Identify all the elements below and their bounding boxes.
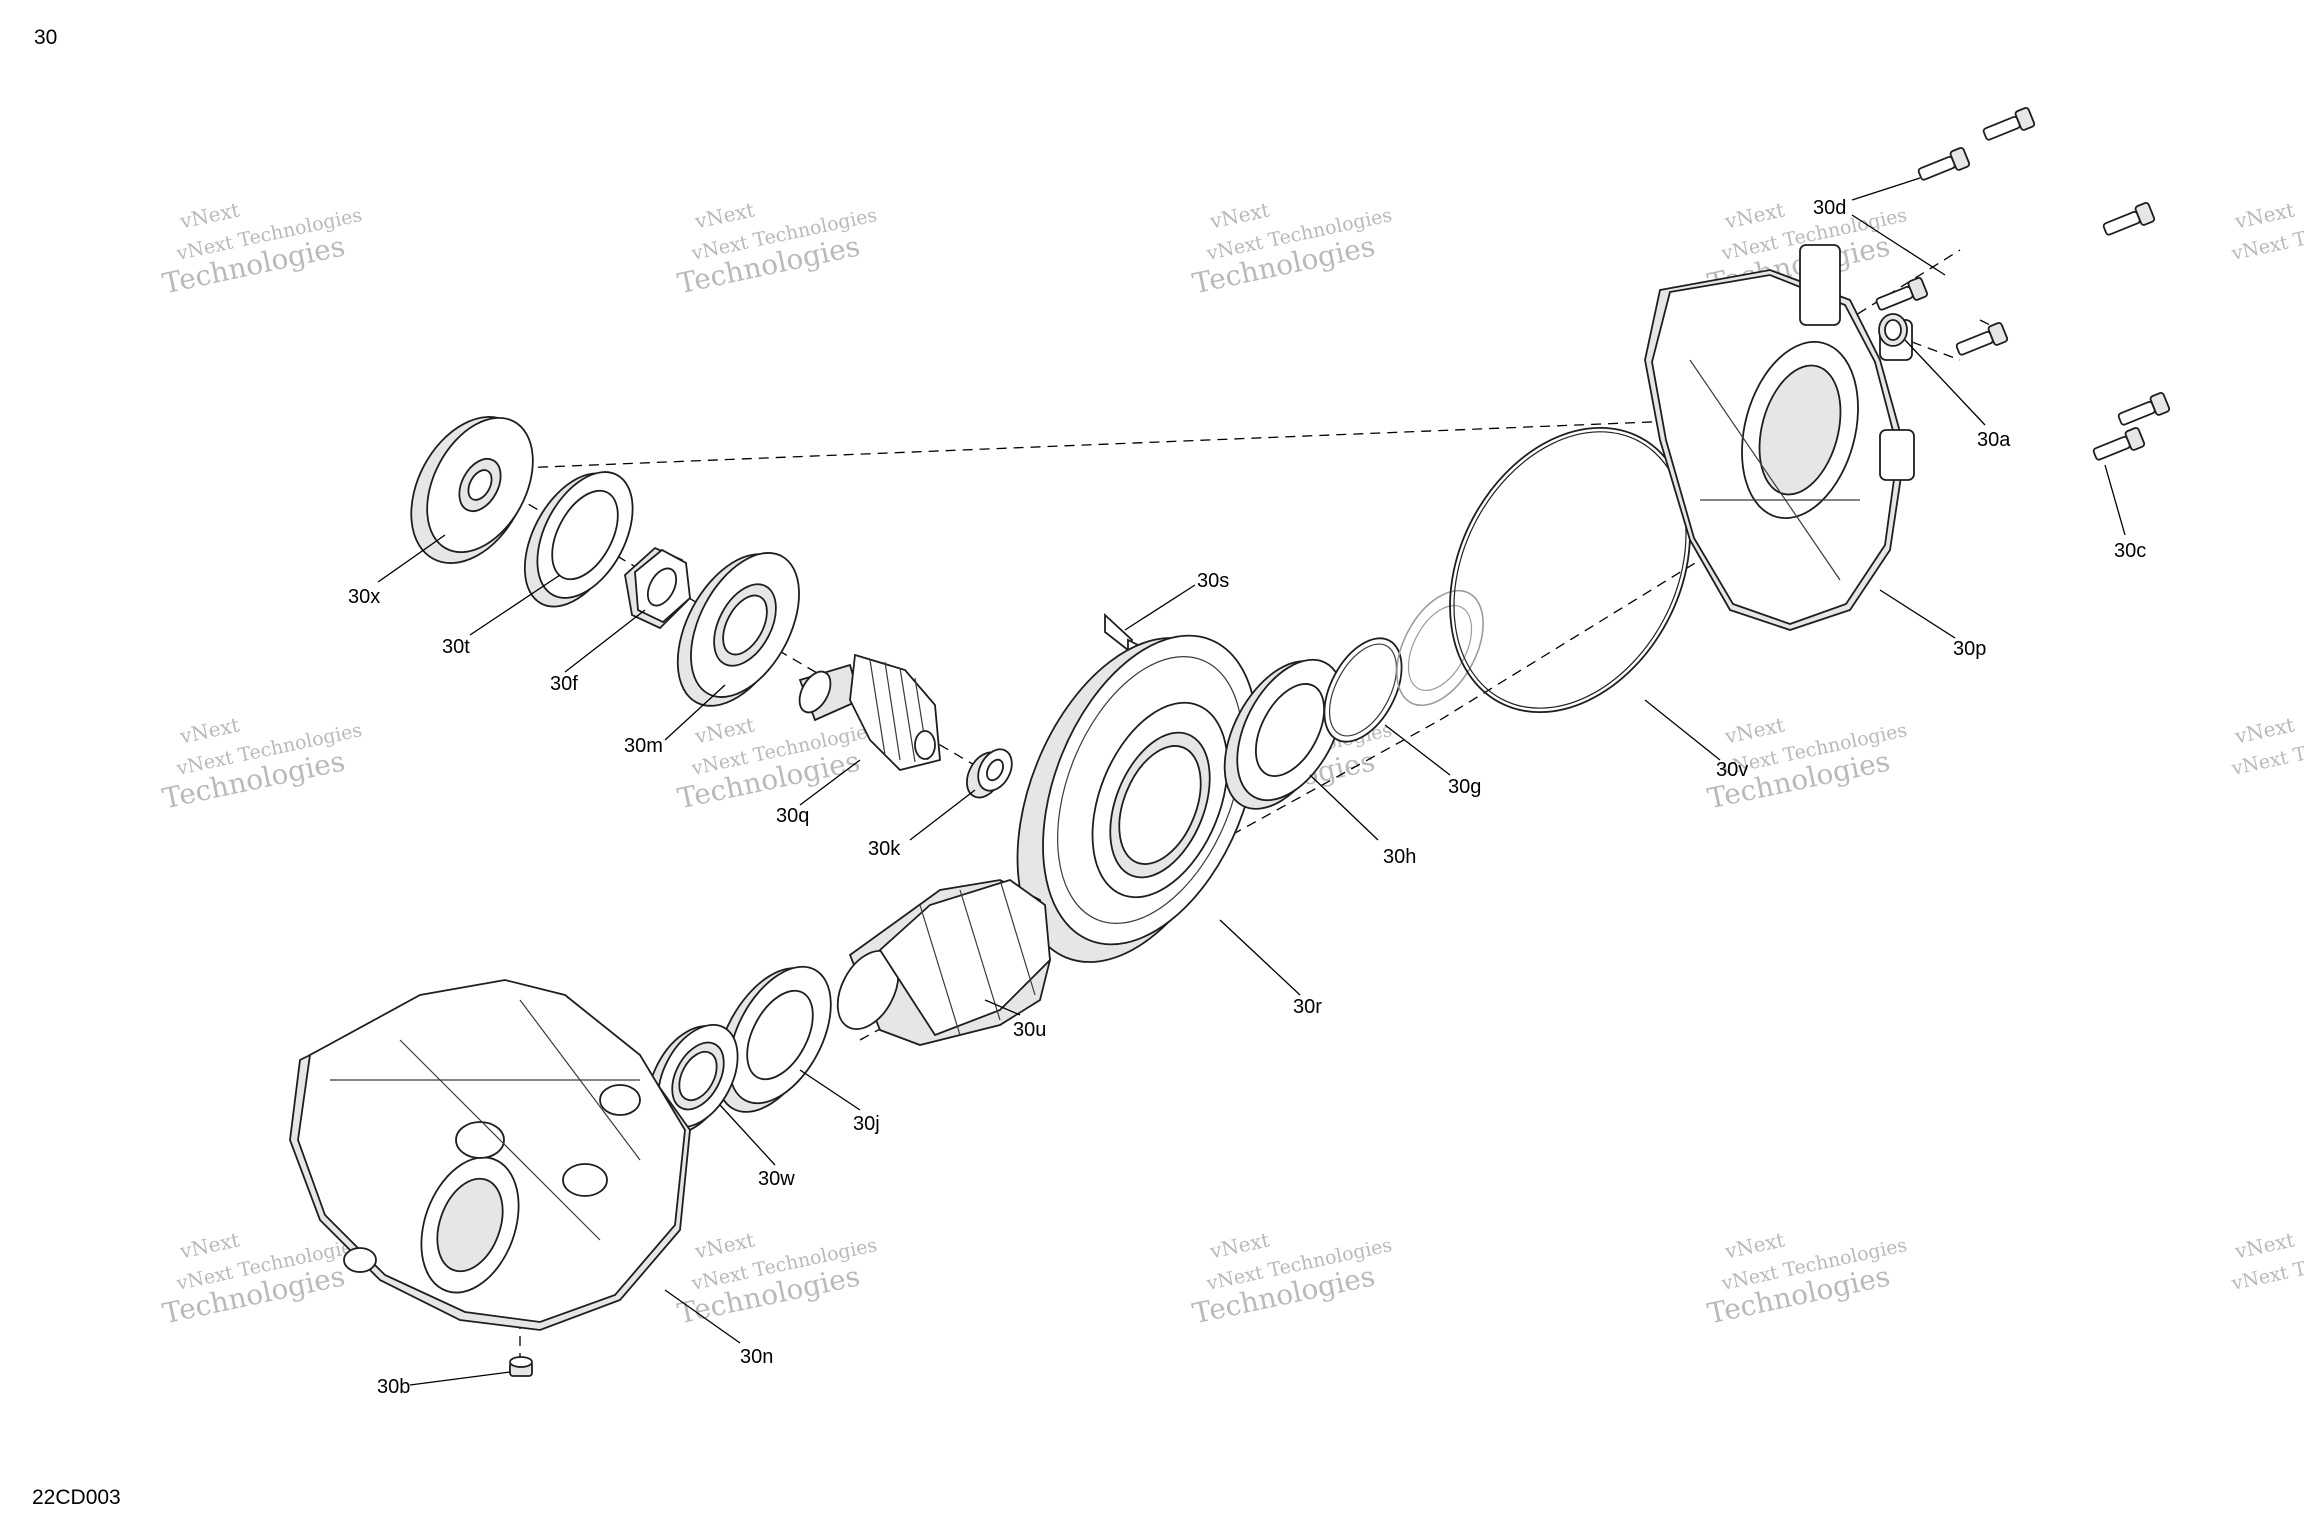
callout-30a: 30a xyxy=(1977,429,2011,451)
callout-30r: 30r xyxy=(1293,996,1322,1018)
part-30b-plug xyxy=(509,1356,533,1377)
callout-30m: 30m xyxy=(624,735,663,757)
part-30j-bearing xyxy=(715,965,832,1113)
callout-30p: 30p xyxy=(1953,638,1986,660)
svg-text:vNext: vNext xyxy=(177,712,242,748)
watermark: vNext vNext Technologies Technologies xyxy=(1705,1227,1909,1330)
part-30d-bolts xyxy=(1875,107,2036,356)
svg-text:vNext: vNext xyxy=(1722,1227,1787,1263)
page-number: 30 xyxy=(34,26,58,49)
part-30a-bushing xyxy=(1878,313,1908,347)
part-30r-ring-gear xyxy=(1016,634,1258,963)
callout-30s: 30s xyxy=(1197,570,1229,592)
callout-labels: 30x 30t 30f 30m 30q 30k 30s 30h 30g 30v … xyxy=(348,197,2146,1398)
part-30u-carrier xyxy=(836,879,1051,1046)
svg-text:vNext: vNext xyxy=(1207,197,1272,233)
leader-lines xyxy=(377,177,2126,1386)
part-30v-o-ring xyxy=(1449,426,1691,714)
watermark: vNext vNext Technologies xyxy=(2229,1227,2304,1295)
part-30h-bearing xyxy=(1223,658,1344,810)
callout-30d: 30d xyxy=(1813,197,1846,219)
callout-30b: 30b xyxy=(377,1376,410,1398)
part-30n-left-housing xyxy=(289,979,691,1331)
svg-text:vNext: vNext xyxy=(177,197,242,233)
svg-text:vNext: vNext xyxy=(1207,1227,1272,1263)
watermark: vNext vNext Technologies Technologies xyxy=(675,1227,879,1330)
diagram-code: 22CD003 xyxy=(32,1486,121,1509)
part-30c-bolts xyxy=(2092,202,2171,461)
watermark: vNext vNext Technologies Technologies xyxy=(160,712,364,815)
svg-text:vNext: vNext xyxy=(1722,197,1787,233)
watermark: vNext vNext Technologies Technologies xyxy=(1190,1227,1394,1330)
part-30g-ring xyxy=(1323,637,1403,743)
svg-text:vNext: vNext xyxy=(1722,712,1787,748)
svg-text:vNext: vNext xyxy=(2232,712,2297,748)
callout-30n: 30n xyxy=(740,1346,773,1368)
svg-text:vNext: vNext xyxy=(2232,197,2297,233)
callout-30x: 30x xyxy=(348,586,380,608)
part-30x-seal xyxy=(410,416,534,564)
part-30m-bearing xyxy=(676,552,800,707)
watermark: vNext vNext Technologies Technologies xyxy=(675,712,879,815)
watermark: vNext vNext Technologies xyxy=(2229,197,2304,265)
callout-30j: 30j xyxy=(853,1113,880,1135)
callout-30k: 30k xyxy=(868,838,901,860)
part-shim xyxy=(1396,589,1484,707)
callout-30g: 30g xyxy=(1448,776,1481,798)
callout-30v: 30v xyxy=(1716,759,1748,781)
callout-30t: 30t xyxy=(442,636,470,658)
part-30k-needle-bearing xyxy=(966,748,1013,799)
callout-30f: 30f xyxy=(550,673,578,695)
svg-text:vNext: vNext xyxy=(2232,1227,2297,1263)
callout-30w: 30w xyxy=(758,1168,795,1190)
svg-text:vNext: vNext xyxy=(177,1227,242,1263)
callout-30c: 30c xyxy=(2114,540,2146,562)
watermark: vNext vNext Technologies Technologies xyxy=(675,197,879,300)
callout-30u: 30u xyxy=(1013,1019,1046,1041)
watermark: vNext vNext Technologies xyxy=(2229,712,2304,780)
svg-text:vNext: vNext xyxy=(692,197,757,233)
watermark: vNext vNext Technologies Technologies xyxy=(160,197,364,300)
watermark: vNext vNext Technologies Technologies xyxy=(1190,197,1394,300)
part-30f-nut xyxy=(624,546,691,630)
callout-30h: 30h xyxy=(1383,846,1416,868)
callout-30q: 30q xyxy=(776,805,809,827)
part-30p-right-cover xyxy=(1644,244,1915,631)
part-30q-pinion xyxy=(798,653,941,771)
svg-text:vNext: vNext xyxy=(692,712,757,748)
watermark: vNext vNext Technologies Technologies xyxy=(1705,712,1909,815)
part-30t-ring xyxy=(523,471,634,608)
svg-text:vNext: vNext xyxy=(692,1227,757,1263)
